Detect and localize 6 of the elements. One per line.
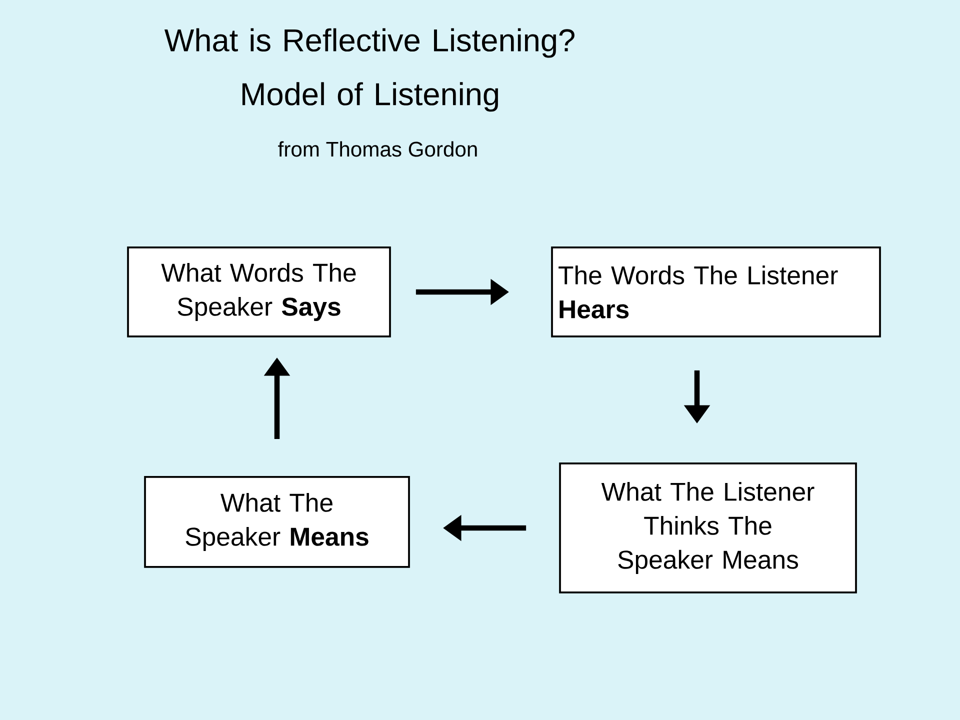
text-box: The Words The Listener Hears [551, 246, 881, 338]
text-box: What Words The Speaker Says [127, 246, 391, 338]
text-box: What The Listener Thinks The Speaker Means [559, 462, 857, 594]
subtitle: from Thomas Gordon [278, 141, 477, 157]
text-box: What The Speaker Means [144, 476, 410, 568]
title: What is Reflective Listening? Model of Listening [164, 28, 574, 112]
